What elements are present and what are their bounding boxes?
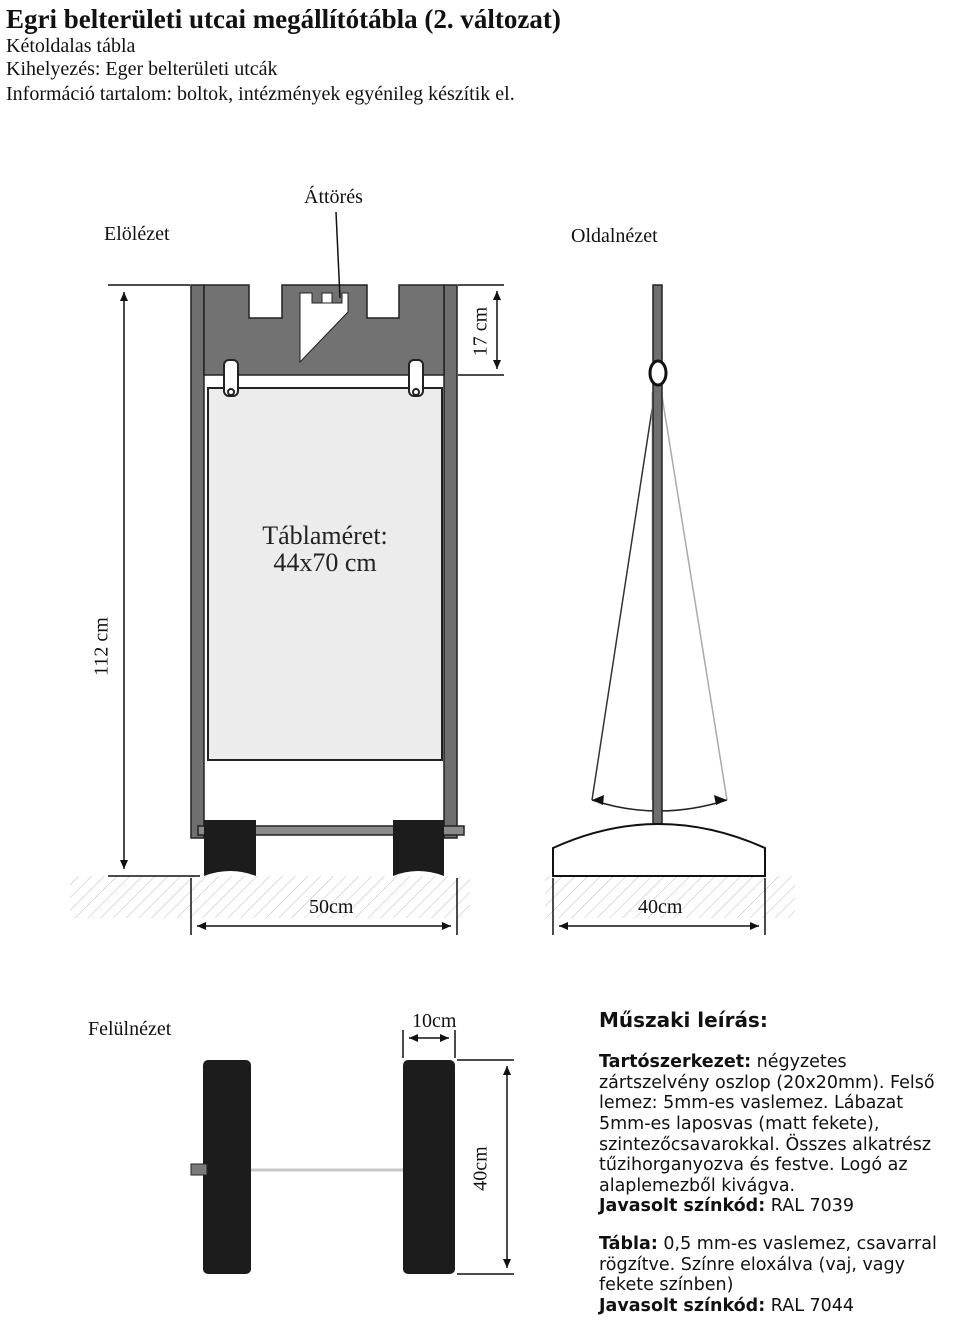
top-width-label: 10cm (412, 1010, 457, 1032)
subtitle-information: Információ tartalom: boltok, intézmények… (6, 83, 515, 105)
side-width-dimension (552, 878, 766, 935)
front-width-label: 50cm (309, 896, 354, 918)
spec-structure-paragraph: Tartószerkezet: négyzetes zártszelvény o… (599, 1052, 957, 1217)
top-view (190, 1060, 455, 1274)
front-width-dimension (190, 878, 458, 935)
spec-panel-color-label: Javasolt színkód: (599, 1295, 766, 1316)
side-view-sign (552, 284, 766, 877)
subtitle-placement: Kihelyezés: Eger belterületi utcák (6, 58, 278, 80)
subtitle-double-sided: Kétoldalas tábla (6, 35, 136, 57)
spec-panel-text: 0,5 mm-es vaslemez, csavarral rögzítve. … (599, 1234, 937, 1296)
top-view-label: Felülnézet (88, 1018, 172, 1040)
spec-structure-color-value: RAL 7039 (765, 1196, 855, 1217)
spec-panel-color-value: RAL 7044 (765, 1295, 855, 1316)
page-title: Egri belterületi utcai megállítótábla (2… (6, 4, 561, 34)
spec-panel-paragraph: Tábla: 0,5 mm-es vaslemez, csavarral rög… (599, 1234, 957, 1317)
spec-structure-label: Tartószerkezet: (599, 1052, 752, 1072)
top-depth-dimension (457, 1059, 514, 1275)
top-plate-dimension (458, 284, 504, 376)
side-width-label: 40cm (638, 896, 683, 918)
side-view-label: Oldalnézet (571, 225, 658, 247)
spec-structure-color-label: Javasolt színkód: (599, 1196, 766, 1217)
spec-panel-label: Tábla: (599, 1234, 658, 1254)
spec-title: Műszaki leírás: (599, 1008, 768, 1032)
attores-label: Áttörés (304, 186, 363, 208)
height-label: 112 cm (90, 617, 113, 676)
front-view-label: Elölézet (104, 223, 170, 245)
top-depth-label: 40cm (469, 1146, 492, 1191)
ground-hatching (70, 876, 795, 918)
spec-structure-text: négyzetes zártszelvény oszlop (20x20mm).… (599, 1052, 935, 1196)
sign-size-value: 44x70 cm (273, 548, 377, 577)
attores-leader (335, 211, 341, 299)
top-width-dimension (402, 1030, 456, 1058)
front-view-sign (190, 284, 465, 876)
top-plate-label: 17 cm (469, 306, 492, 357)
height-dimension (108, 284, 200, 877)
sign-size-label: Táblaméret: (262, 521, 388, 550)
